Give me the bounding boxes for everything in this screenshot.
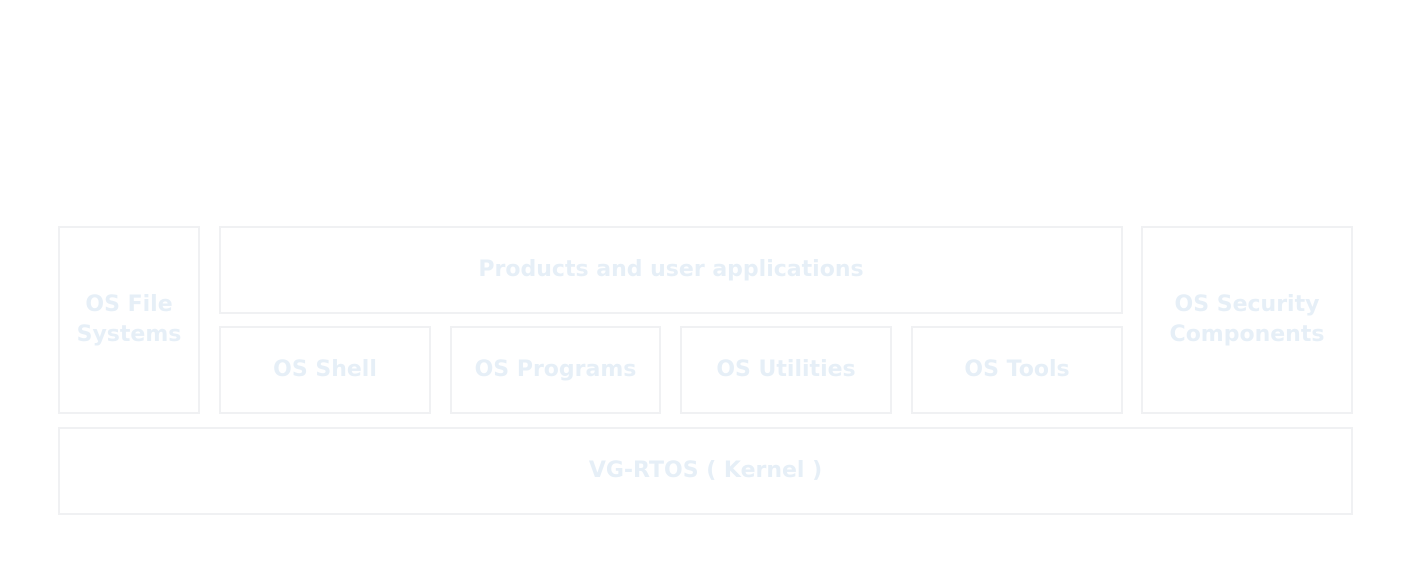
os-programs-block: OS Programs: [450, 326, 661, 414]
os-shell-label: OS Shell: [273, 357, 377, 382]
os-file-systems-label: OS File Systems: [76, 292, 182, 347]
os-file-systems-block: OS File Systems: [58, 226, 200, 414]
os-security-components-label: OS Security Components: [1169, 292, 1325, 347]
products-applications-label: Products and user applications: [478, 257, 864, 282]
os-programs-label: OS Programs: [474, 357, 637, 382]
kernel-label: VG-RTOS ( Kernel ): [588, 458, 823, 483]
products-applications-block: Products and user applications: [219, 226, 1123, 314]
kernel-block: VG-RTOS ( Kernel ): [58, 427, 1353, 515]
os-tools-label: OS Tools: [964, 357, 1070, 382]
os-tools-block: OS Tools: [911, 326, 1123, 414]
os-utilities-block: OS Utilities: [680, 326, 892, 414]
os-shell-block: OS Shell: [219, 326, 431, 414]
os-utilities-label: OS Utilities: [716, 357, 856, 382]
os-security-components-block: OS Security Components: [1141, 226, 1353, 414]
